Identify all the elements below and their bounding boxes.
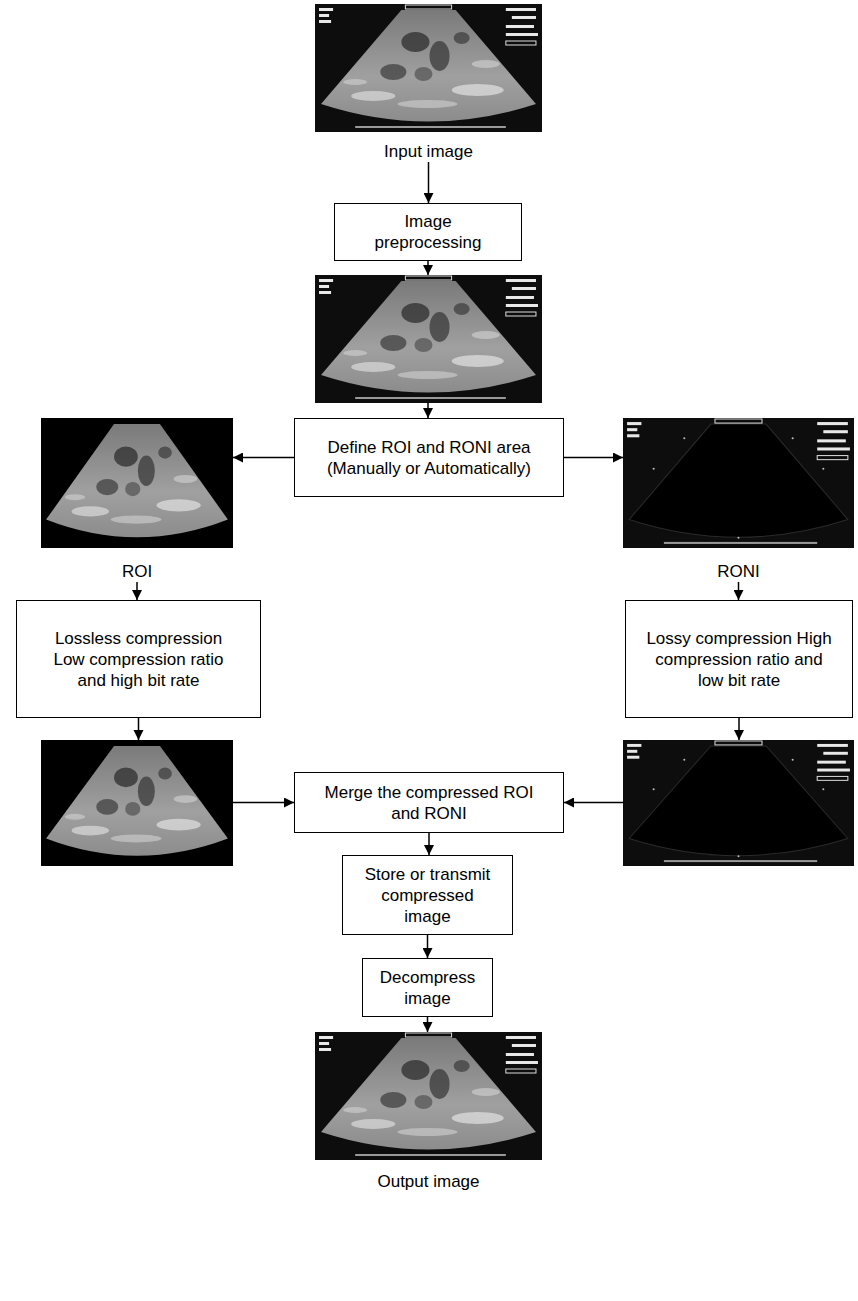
process-box: Decompress image: [362, 958, 493, 1017]
image-caption: Output image: [377, 1171, 479, 1192]
flow-arrow: [427, 1017, 429, 1032]
box-label: Define ROI and RONI area (Manually or Au…: [322, 437, 536, 479]
compressed-roi-ultrasound: [41, 740, 233, 866]
process-box: Lossless compression Low compression rat…: [16, 600, 261, 718]
process-box: Image preprocessing: [334, 203, 522, 261]
image-node: RONI: [623, 418, 854, 582]
image-node: ROI: [41, 418, 233, 582]
preprocessed-ultrasound: [315, 275, 542, 403]
process-box: Store or transmit compressed image: [342, 855, 513, 935]
box-label: Merge the compressed ROI and RONI: [321, 782, 537, 824]
flow-arrow: [428, 833, 430, 855]
flow-arrow: [564, 457, 623, 459]
box-label: Lossless compression Low compression rat…: [44, 628, 233, 691]
arrowhead: [134, 730, 144, 740]
image-caption: RONI: [717, 561, 760, 582]
roni-ultrasound: [623, 418, 854, 548]
box-label: Decompress image: [378, 967, 477, 1009]
process-box: Merge the compressed ROI and RONI: [294, 772, 564, 833]
image-caption: Input image: [384, 141, 473, 162]
flow-arrow: [136, 582, 138, 600]
arrowhead: [423, 265, 433, 275]
roi-ultrasound: [41, 418, 233, 548]
box-label: Store or transmit compressed image: [363, 864, 492, 927]
box-label: Lossy compression High compression ratio…: [642, 628, 836, 691]
flow-arrow: [233, 457, 294, 459]
image-node: Output image: [315, 1032, 542, 1192]
box-label: Image preprocessing: [349, 211, 507, 253]
process-box: Define ROI and RONI area (Manually or Au…: [294, 418, 564, 497]
image-caption: ROI: [122, 561, 152, 582]
image-node: Input image: [315, 4, 542, 162]
output-ultrasound: [315, 1032, 542, 1160]
compressed-roni-ultrasound: [623, 740, 854, 866]
arrowhead: [734, 730, 744, 740]
flow-arrow: [738, 582, 740, 600]
flow-arrow: [428, 162, 430, 203]
input-ultrasound: [315, 4, 542, 132]
flow-arrow: [427, 935, 429, 958]
process-box: Lossy compression High compression ratio…: [625, 600, 853, 718]
